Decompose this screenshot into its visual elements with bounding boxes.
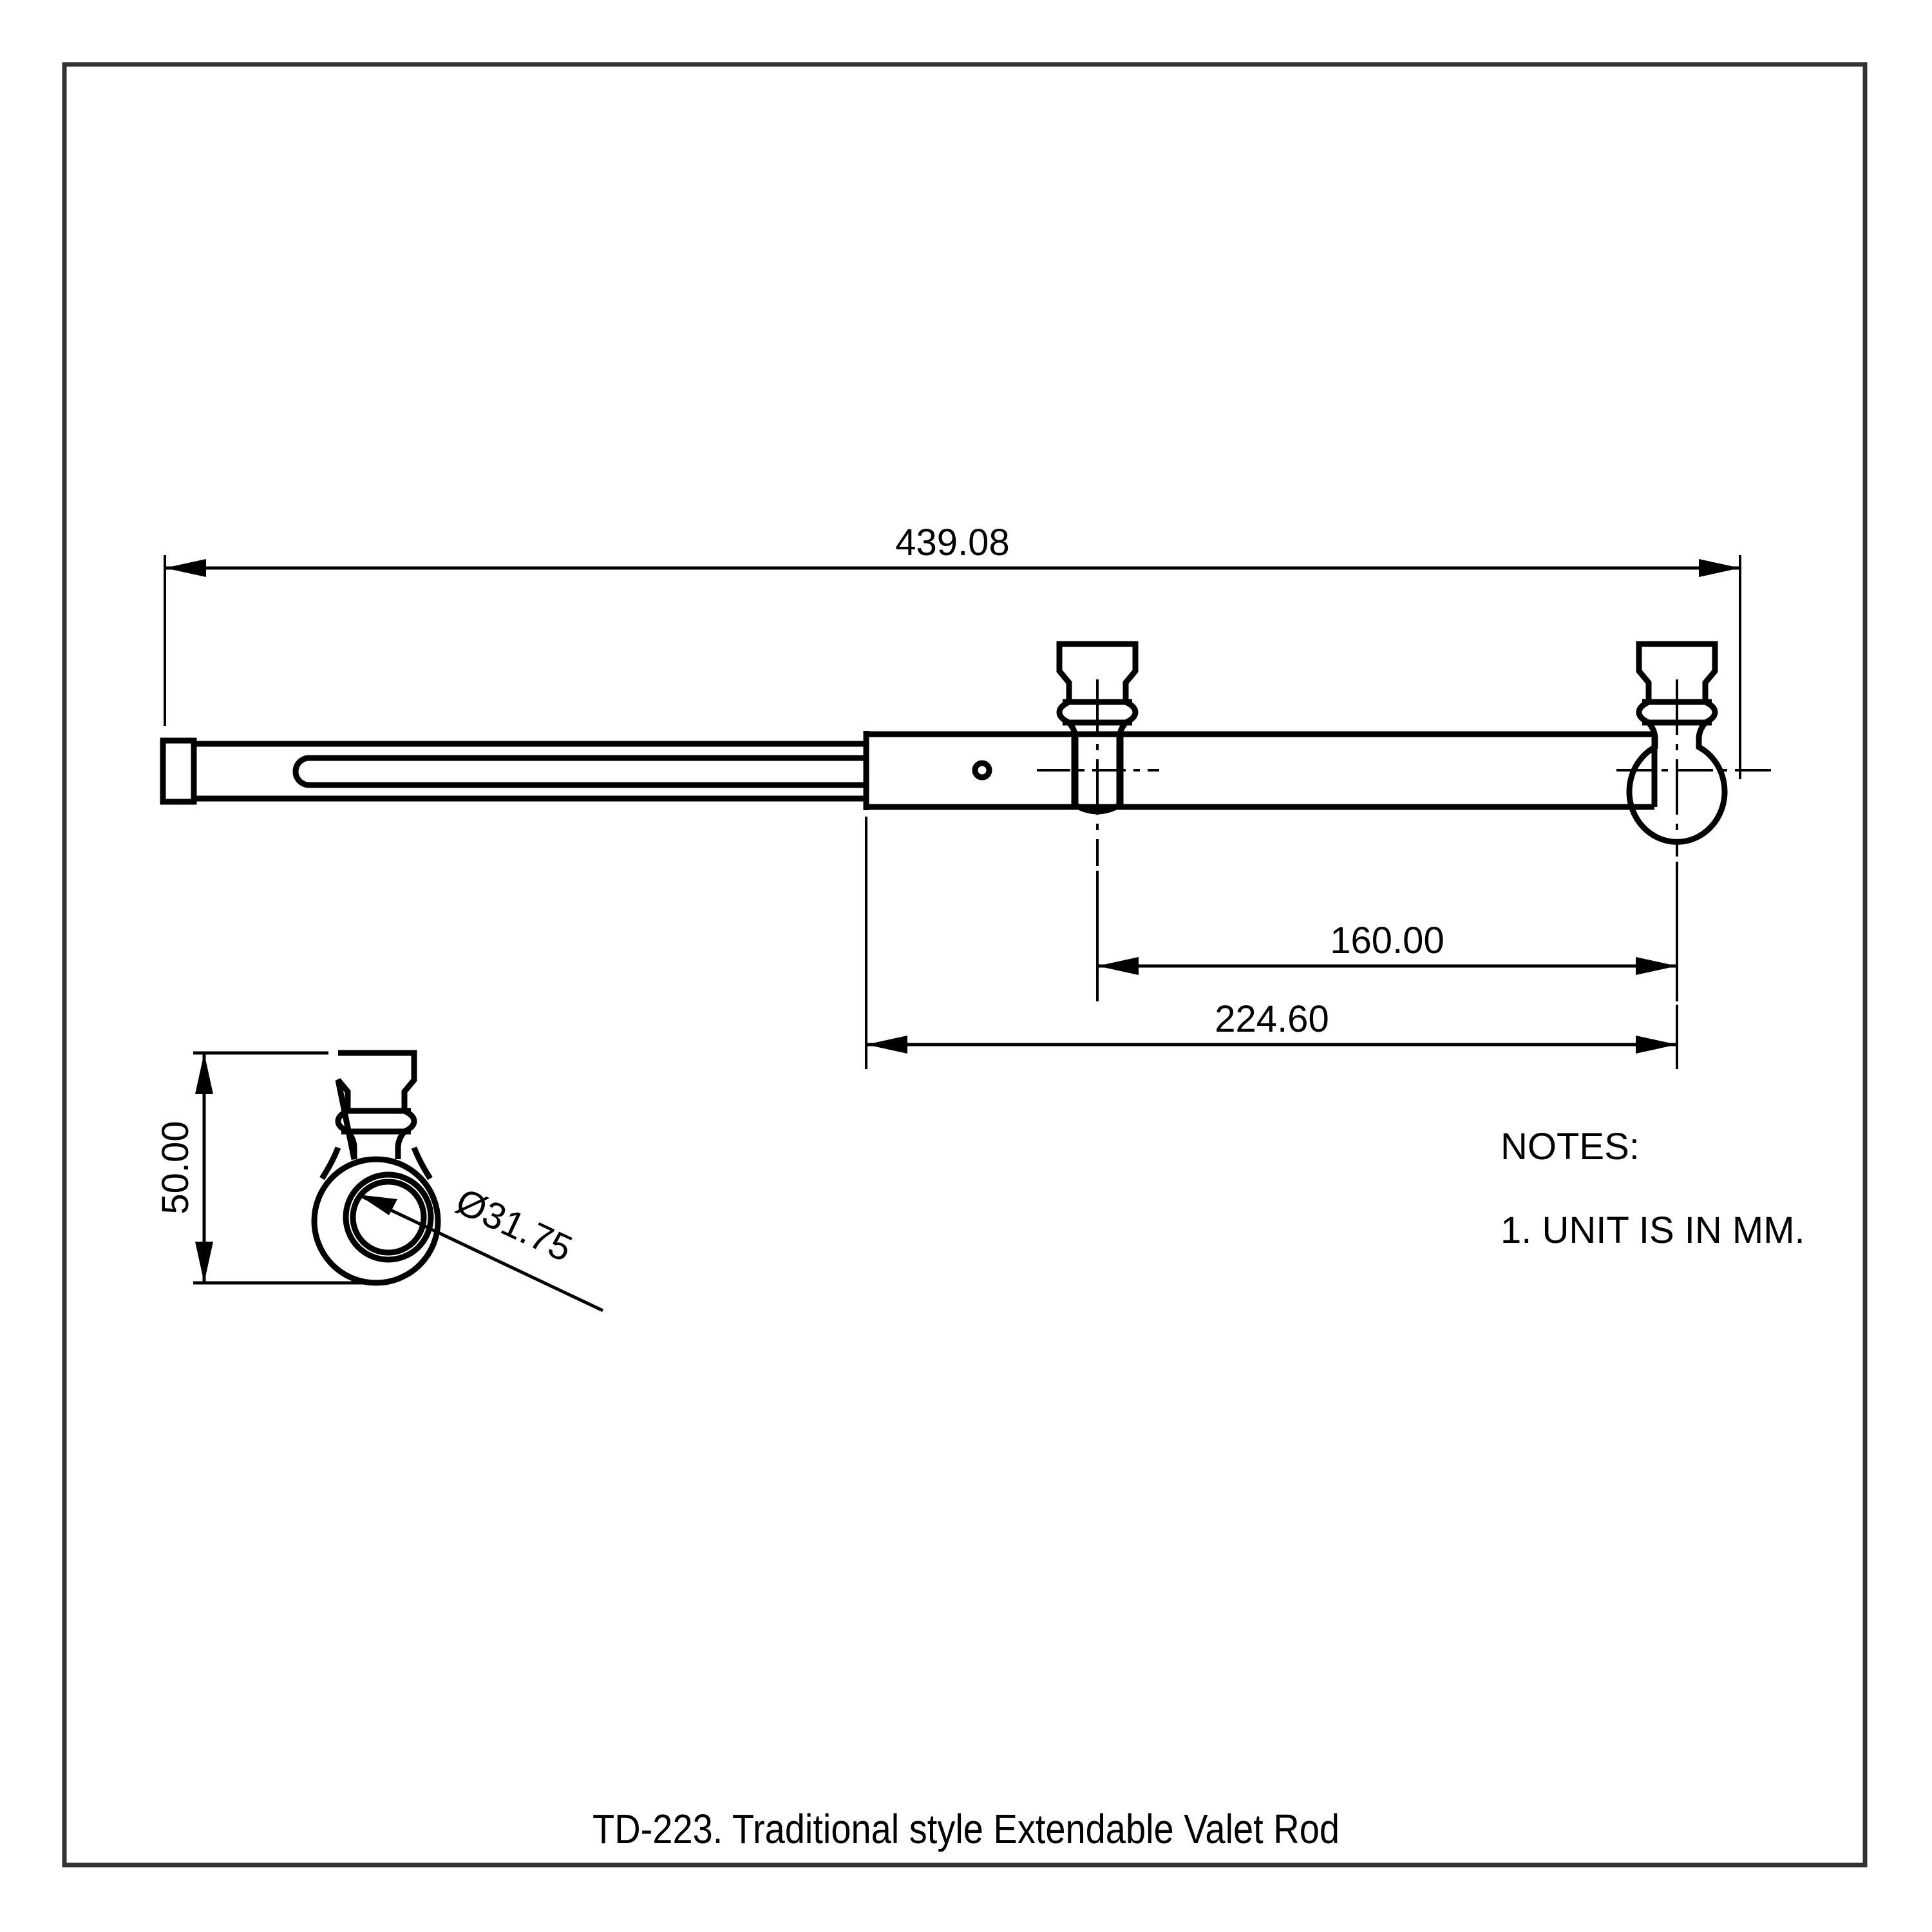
sheet-border [62,62,1868,1868]
arrowhead-left [165,559,206,577]
end-view-bore-outer [343,1171,434,1263]
arrowhead-bottom [195,1242,213,1283]
leader-line [357,1193,604,1312]
bracket-left-profile [1056,641,1139,815]
sliding-rod-assembly [160,737,868,805]
dimension-step-to-right-bracket: 224.60 [865,817,1678,1069]
dimension-tube-diameter: Ø31.75 [357,1180,604,1312]
end-view [311,1050,441,1286]
dimension-label-step-to-right-bracket: 224.60 [1215,998,1329,1040]
dimension-label-end-view-height: 50.00 [155,1121,196,1214]
outer-tube [863,731,1654,810]
mounting-bracket-left [1037,641,1159,866]
rod-inner-slot [292,755,868,788]
end-view-outer-body [311,1156,441,1286]
dimension-label-tube-diameter: Ø31.75 [450,1180,578,1270]
dimension-end-view-height: 50.00 [155,1051,374,1285]
rod-end-cap [160,737,197,805]
arrowhead-left [866,1036,907,1054]
notes-block: NOTES: 1. UNIT IS IN MM. [1501,1126,1805,1251]
arrowhead-right [1636,1036,1677,1054]
end-view-shoulder-left [319,1146,341,1180]
end-view-shoulder-right [411,1146,433,1180]
arrowhead-left [1097,957,1139,975]
dimension-bracket-spacing: 160.00 [1096,862,1678,1001]
end-view-post-profile [335,1050,417,1160]
set-screw-hole-icon [972,760,992,781]
drawing-title: TD-223. Traditional style Extendable Val… [592,1806,1340,1852]
mounting-bracket-right [1616,641,1771,857]
dimension-overall-length: 439.08 [164,522,1741,779]
notes-item-1: 1. UNIT IS IN MM. [1501,1209,1805,1251]
dimension-label-bracket-spacing: 160.00 [1330,920,1444,961]
end-view-bore-inner [350,1179,427,1256]
dimension-label-overall-length: 439.08 [895,522,1009,564]
arrowhead-right [1699,559,1740,577]
arrowhead-right [1636,957,1677,975]
notes-heading: NOTES: [1501,1126,1640,1168]
arrowhead-top [195,1053,213,1094]
arrowhead-leader [358,1195,397,1215]
